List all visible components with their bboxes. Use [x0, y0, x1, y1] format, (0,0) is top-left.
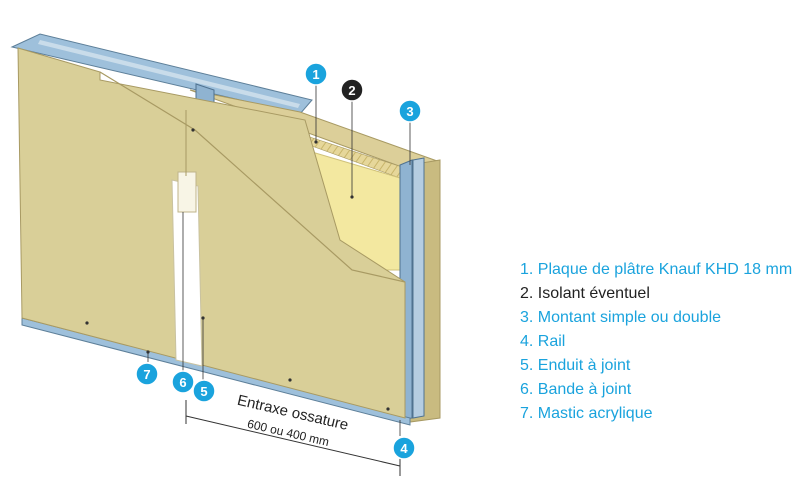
legend-item: 7. Mastic acrylique — [520, 405, 653, 422]
marker-circle — [340, 78, 364, 102]
marker-number: 3 — [406, 104, 413, 119]
right-stud-2 — [412, 157, 425, 419]
marker-1: 1 — [304, 62, 328, 86]
marker-4: 4 — [392, 436, 416, 460]
marker-circle — [192, 379, 216, 403]
marker-number: 4 — [400, 441, 408, 456]
screw — [288, 378, 292, 382]
legend-item: 3. Montant simple ou double — [520, 309, 722, 326]
marker-number: 5 — [200, 384, 207, 399]
marker-circle — [304, 62, 328, 86]
marker-7: 7 — [135, 362, 159, 386]
marker-2: 2 — [340, 78, 364, 102]
dimension-line — [185, 415, 401, 467]
board-cut-edge — [99, 71, 406, 283]
marker-number: 2 — [348, 83, 355, 98]
top-rail-inner — [38, 40, 300, 108]
marker-5: 5 — [192, 379, 216, 403]
joint-tape-top — [177, 171, 197, 213]
legend-item: 2. Isolant éventuel — [520, 285, 650, 302]
legend-item: 5. Enduit à joint — [520, 357, 631, 374]
marker-circle — [398, 99, 422, 123]
marker-3: 3 — [398, 99, 422, 123]
screw — [85, 321, 89, 325]
marker-circle — [392, 436, 416, 460]
screw — [191, 128, 195, 132]
legend-item: 1. Plaque de plâtre Knauf KHD 18 mm — [520, 261, 793, 278]
marker-6: 6 — [171, 370, 195, 394]
legend: 1. Plaque de plâtre Knauf KHD 18 mm 2. I… — [520, 258, 792, 426]
marker-number: 6 — [179, 375, 186, 390]
marker-circle — [171, 370, 195, 394]
marker-number: 1 — [312, 67, 319, 82]
legend-item: 6. Bande à joint — [520, 381, 632, 398]
marker-circle — [135, 362, 159, 386]
front-plasterboard — [17, 47, 406, 419]
marker-number: 7 — [143, 367, 150, 382]
screw — [386, 407, 390, 411]
legend-item: 4. Rail — [520, 333, 566, 350]
